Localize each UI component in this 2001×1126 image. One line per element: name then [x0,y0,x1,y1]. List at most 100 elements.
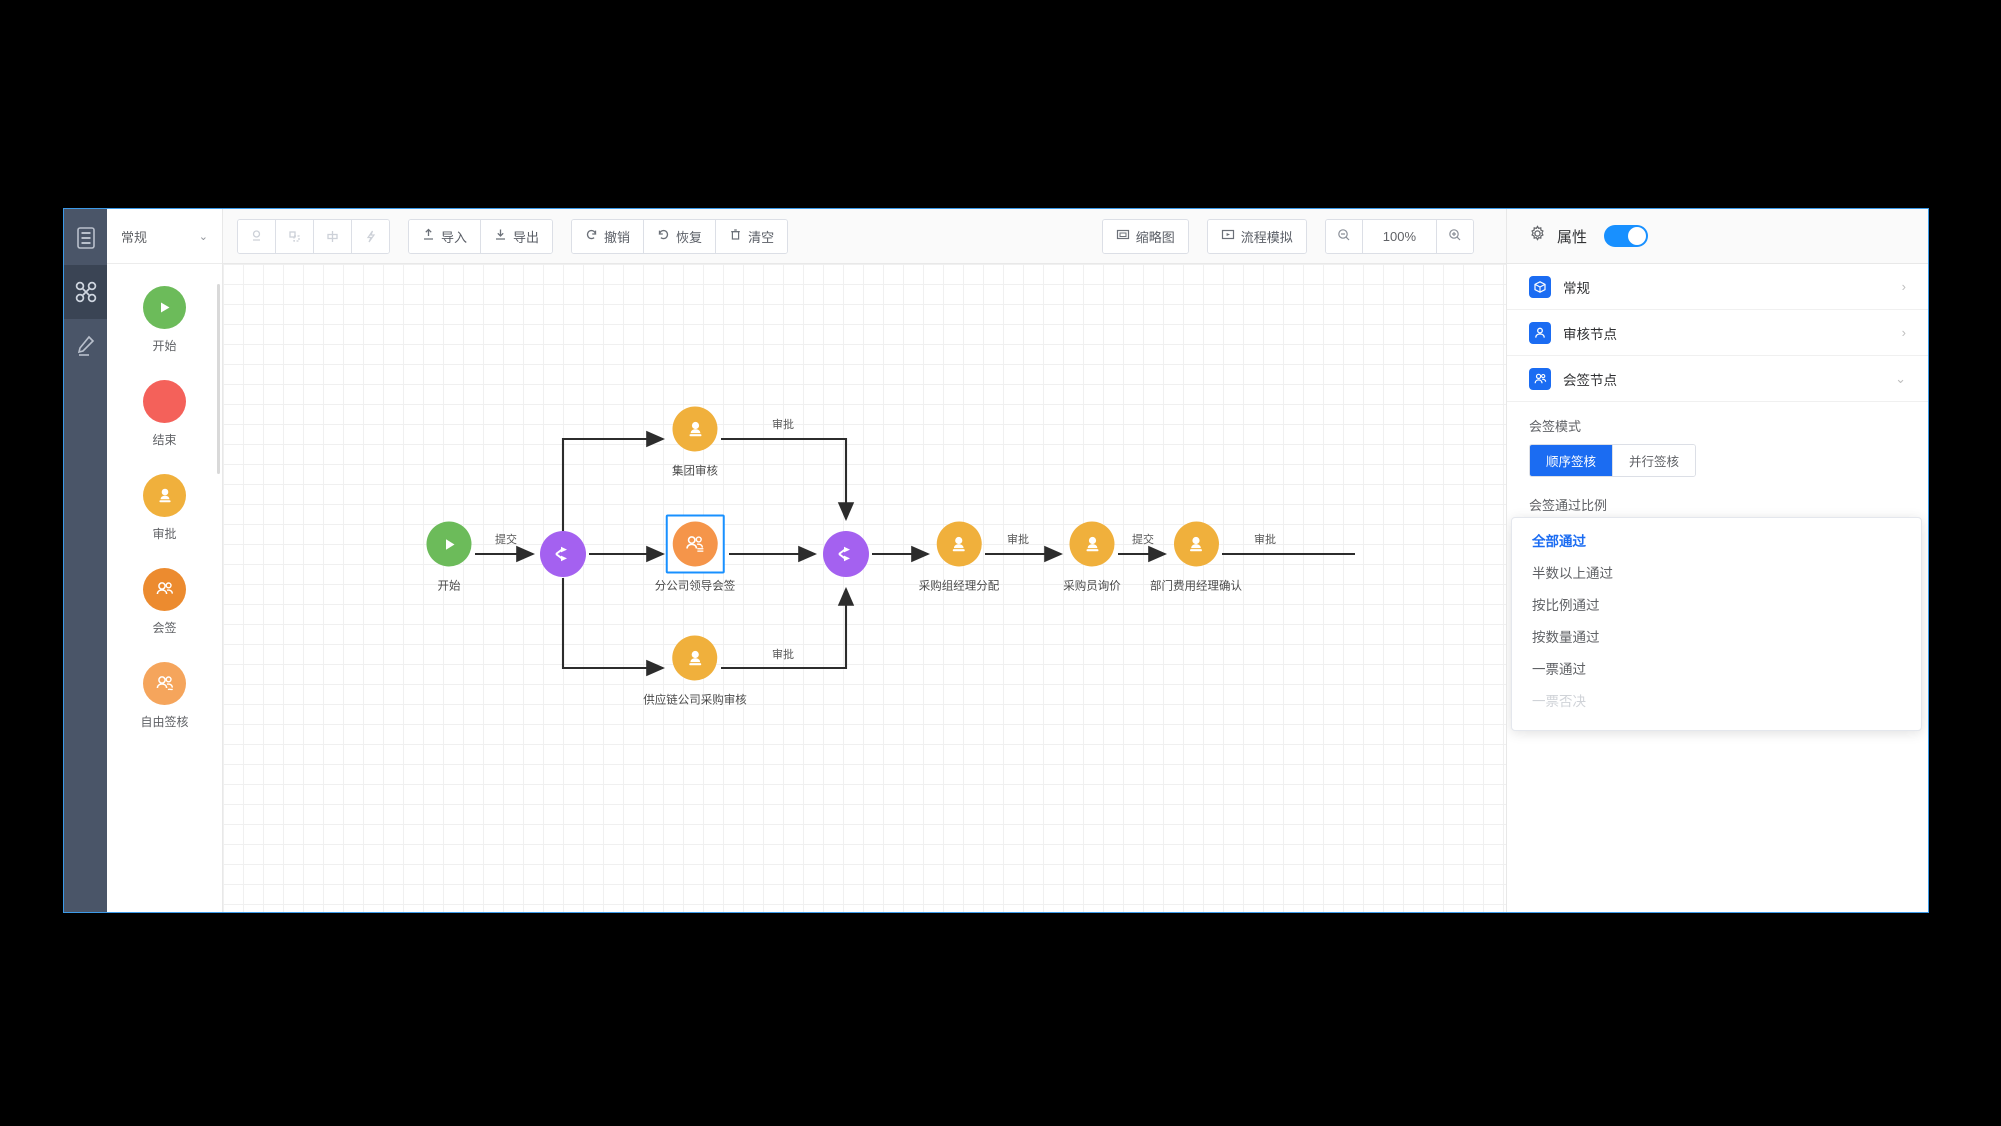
pass-ratio-label: 会签通过比例 [1529,498,1608,513]
form-icon [76,227,96,249]
editor-center: 导入 导出 撤销 恢复 清空 [223,209,1506,912]
distribute-button[interactable] [276,219,314,253]
stamp-icon [672,406,718,452]
flow-node-buy-manager[interactable]: 采购组经理分配 [918,515,1000,594]
flow-node-buyer-quote[interactable]: 采购员询价 [1063,515,1122,594]
edge-label: 提交 [495,534,517,546]
canvas-content: 开始 集团审核 [223,264,1506,912]
stamp-icon [936,521,982,567]
section-review-node[interactable]: 审核节点 › [1507,310,1928,356]
zoom-out-button[interactable] [1325,219,1363,253]
flow-node-dept-cost[interactable]: 部门费用经理确认 [1150,515,1242,594]
node-wrap [665,514,725,574]
node-label: 供应链公司采购审核 [643,694,747,707]
properties-panel: 属性 常规 › 审核节点 › 会签 [1506,209,1928,912]
section-countersign-node[interactable]: 会签节点 ⌄ [1507,356,1928,402]
clear-button[interactable]: 清空 [716,219,788,253]
palette-scrollbar[interactable] [217,284,220,474]
dropdown-option-all-pass[interactable]: 全部通过 [1532,534,1586,549]
flow-node-gateway-2[interactable] [816,524,876,584]
align-button[interactable] [238,219,276,253]
flow-canvas[interactable]: 开始 集团审核 [223,264,1506,912]
flow-node-gateway-1[interactable] [533,524,593,584]
properties-toggle[interactable] [1604,225,1649,247]
palette-item-start[interactable]: 开始 [107,286,222,354]
rail-btn-form-panel[interactable] [64,211,107,265]
undo-button[interactable]: 撤销 [572,219,645,253]
palette-item-end[interactable]: 结束 [107,380,222,448]
rail-btn-pen-panel[interactable] [64,319,107,373]
flow-node-group-review[interactable]: 集团审核 [666,400,725,479]
export-icon [494,228,507,244]
dropdown-arrow [1749,518,1765,525]
gateway-icon [540,531,586,577]
dropdown-option-one-vote-pass[interactable]: 一票通过 [1532,662,1586,677]
palette-item-countersign[interactable]: 会签 [107,568,222,636]
node-label: 采购组经理分配 [918,580,1000,593]
gateway-icon [823,531,869,577]
bolt-button[interactable] [352,219,389,253]
export-label: 导出 [513,229,540,245]
dropdown-option-majority-pass[interactable]: 半数以上通过 [1532,566,1613,581]
toolbar: 导入 导出 撤销 恢复 清空 [223,209,1506,264]
redo-icon [657,228,670,244]
import-button[interactable]: 导入 [409,219,482,253]
chevron-down-icon: ⌄ [198,230,208,243]
dropdown-option-count-pass[interactable]: 按数量通过 [1532,630,1600,645]
chevron-right-icon: › [1901,325,1906,340]
zoom-in-button[interactable] [1437,219,1473,253]
toolbar-group-thumbnail: 缩略图 [1101,218,1189,254]
clear-label: 清空 [748,229,775,245]
node-label: 集团审核 [672,465,718,478]
properties-body: 常规 › 审核节点 › 会签节点 ⌄ 会签模式 顺序签核 [1507,264,1928,912]
palette-item-label: 开始 [152,339,177,353]
toolbar-group-history: 撤销 恢复 清空 [571,218,789,254]
workflow-designer: 常规 ⌄ 开始 结束 审批 [63,208,1929,913]
mode-parallel-button[interactable]: 并行签核 [1613,445,1696,476]
palette-item-free-sign[interactable]: 自由签核 [107,662,222,730]
properties-header: 属性 [1507,209,1928,264]
flow-node-supply-review[interactable]: 供应链公司采购审核 [643,629,747,708]
flow-node-start[interactable]: 开始 [420,515,479,594]
group-icon [672,521,718,567]
stamp-icon [672,635,718,681]
cube-icon [1529,275,1551,298]
zoom-level: 100% [1363,219,1437,253]
rail-btn-nodes-panel[interactable] [64,265,107,319]
thumbnail-icon [1116,228,1130,244]
simulate-icon [1221,228,1235,244]
countersign-mode-label: 会签模式 [1529,419,1582,434]
palette-item-approve[interactable]: 审批 [107,474,222,542]
section-general[interactable]: 常规 › [1507,264,1928,310]
simulate-button[interactable]: 流程模拟 [1207,219,1306,253]
dropdown-fade [1512,716,1921,730]
panel-title: 属性 [1557,228,1588,246]
dropdown-option-one-vote-veto[interactable]: 一票否决 [1532,694,1586,709]
stop-icon [143,380,186,423]
dropdown-option-ratio-pass[interactable]: 按比例通过 [1532,598,1600,613]
redo-button[interactable]: 恢复 [644,219,717,253]
import-icon [422,228,435,244]
export-button[interactable]: 导出 [481,219,553,253]
palette-item-label: 结束 [152,433,177,447]
edge-label: 审批 [772,419,794,431]
mode-sequential-button[interactable]: 顺序签核 [1530,445,1614,476]
node-palette: 常规 ⌄ 开始 结束 审批 [107,209,223,912]
node-wrap [533,524,593,584]
palette-item-label: 审批 [152,527,177,541]
left-rail [64,209,107,912]
edge-label: 审批 [1007,534,1029,546]
node-label: 部门费用经理确认 [1150,580,1242,593]
group-icon [143,568,186,611]
play-icon [143,286,186,329]
node-wrap [1063,515,1122,574]
edge-label: 提交 [1132,534,1154,546]
toolbar-group-align [237,218,390,254]
flow-node-branch-countersign[interactable]: 分公司领导会签 [655,514,735,594]
center-button[interactable] [314,219,352,253]
palette-group-header[interactable]: 常规 ⌄ [107,209,222,264]
edge-label: 审批 [772,649,794,661]
node-wrap [420,515,479,574]
import-label: 导入 [441,229,468,245]
thumbnail-button[interactable]: 缩略图 [1102,219,1188,253]
